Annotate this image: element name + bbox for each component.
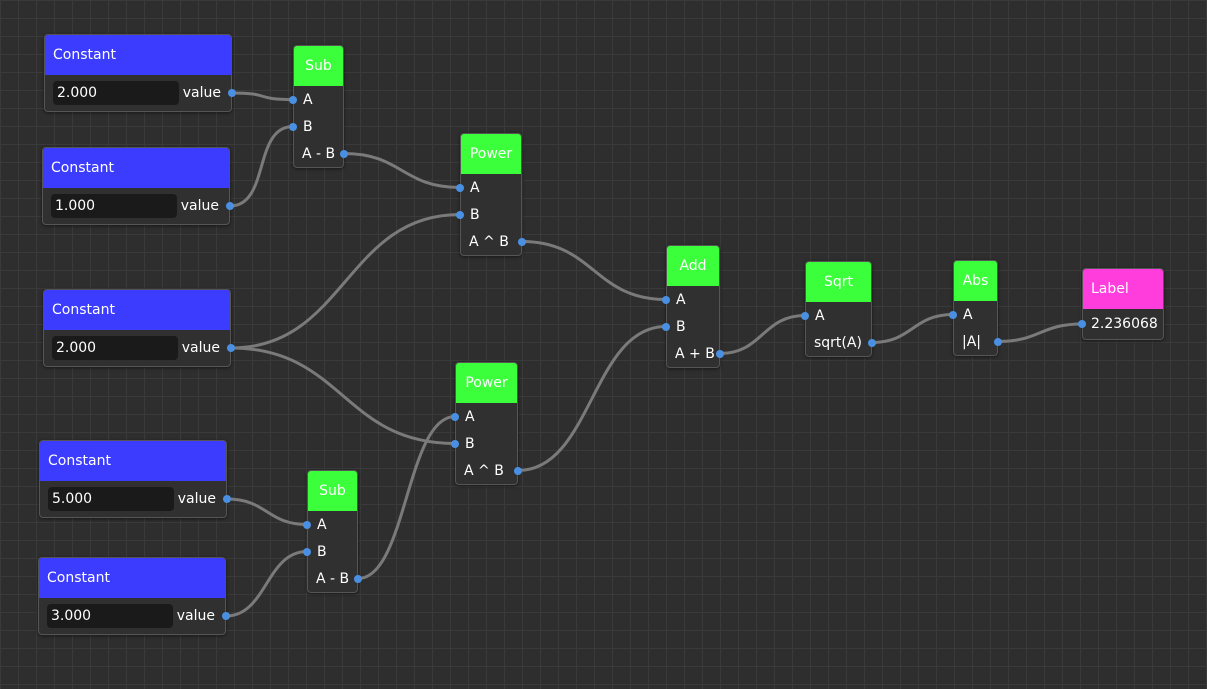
input-port[interactable] xyxy=(303,547,311,556)
input-label: B xyxy=(465,435,475,452)
output-label: value xyxy=(182,85,221,101)
output-label: value xyxy=(181,340,220,356)
label-node[interactable]: Label 2.236068 xyxy=(1078,268,1164,340)
input-port[interactable] xyxy=(801,311,809,320)
input-label: A xyxy=(963,306,973,323)
output-port[interactable] xyxy=(226,202,234,210)
wire xyxy=(228,125,295,208)
node-title[interactable]: Sub xyxy=(308,471,357,511)
wire xyxy=(342,152,462,189)
output-label: A + B xyxy=(675,345,715,362)
input-port[interactable] xyxy=(451,439,459,448)
output-label: A - B xyxy=(316,570,350,587)
input-label: A xyxy=(317,516,327,533)
constant-node[interactable]: Constant 2.000 value xyxy=(44,34,236,112)
input-label: B xyxy=(676,318,686,335)
sub-node[interactable]: Sub A B A - B xyxy=(303,470,362,593)
input-port[interactable] xyxy=(456,183,464,192)
output-port[interactable] xyxy=(228,89,236,97)
constant-node[interactable]: Constant 2.000 value xyxy=(43,289,235,367)
node-title[interactable]: Abs xyxy=(954,261,997,301)
output-label: value xyxy=(180,198,219,214)
sqrt-node[interactable]: Sqrt A sqrt(A) xyxy=(801,261,876,357)
output-port[interactable] xyxy=(340,149,348,158)
constant-node[interactable]: Constant 3.000 value xyxy=(38,557,230,635)
node-title[interactable]: Label xyxy=(1083,269,1163,309)
add-node[interactable]: Add A B A + B xyxy=(662,245,724,368)
input-label: A xyxy=(815,307,825,324)
output-port[interactable] xyxy=(868,338,876,347)
output-port[interactable] xyxy=(354,574,362,583)
input-label: A xyxy=(676,291,686,308)
input-port[interactable] xyxy=(662,295,670,304)
output-label: A - B xyxy=(302,145,336,162)
wire xyxy=(870,313,955,344)
output-label: A ^ B xyxy=(464,462,504,479)
output-port[interactable] xyxy=(227,344,235,352)
power-node[interactable]: Power A B A ^ B xyxy=(456,133,526,256)
constant-node[interactable]: Constant 5.000 value xyxy=(39,440,231,518)
value-field[interactable]: 2.000 xyxy=(52,336,178,360)
wire xyxy=(230,91,295,101)
output-label: sqrt(A) xyxy=(814,334,862,351)
wire xyxy=(718,314,807,355)
output-port[interactable] xyxy=(994,337,1002,346)
node-title[interactable]: Constant xyxy=(40,441,226,481)
wire xyxy=(229,213,462,350)
input-label: A xyxy=(470,179,480,196)
wire xyxy=(356,415,457,580)
input-label: B xyxy=(470,206,480,223)
node-title[interactable]: Add xyxy=(667,246,719,286)
wire xyxy=(516,325,668,472)
wire xyxy=(520,240,668,301)
node-title[interactable]: Constant xyxy=(45,35,231,75)
wire xyxy=(225,497,309,526)
value-field[interactable]: 5.000 xyxy=(48,487,174,511)
output-port[interactable] xyxy=(716,349,724,358)
input-port[interactable] xyxy=(662,322,670,331)
value-field[interactable]: 1.000 xyxy=(51,194,177,218)
value-field[interactable]: 3.000 xyxy=(47,604,173,628)
wire xyxy=(996,322,1084,343)
node-title[interactable]: Constant xyxy=(43,148,229,188)
input-port[interactable] xyxy=(949,310,957,319)
input-port[interactable] xyxy=(289,95,297,104)
output-label: A ^ B xyxy=(469,233,509,250)
input-port[interactable] xyxy=(456,210,464,219)
node-title[interactable]: Constant xyxy=(39,558,225,598)
output-label: value xyxy=(176,608,215,624)
input-label: B xyxy=(303,118,313,135)
node-title[interactable]: Constant xyxy=(44,290,230,330)
wire xyxy=(229,346,457,445)
abs-node[interactable]: Abs A |A| xyxy=(949,260,1002,356)
result-value: 2.236068 xyxy=(1091,316,1158,332)
node-title[interactable]: Sqrt xyxy=(806,262,871,302)
node-title[interactable]: Power xyxy=(461,134,521,174)
sub-node[interactable]: Sub A B A - B xyxy=(289,45,348,168)
output-port[interactable] xyxy=(514,466,522,475)
node-title[interactable]: Sub xyxy=(294,46,343,86)
input-port[interactable] xyxy=(303,520,311,529)
node-title[interactable]: Power xyxy=(456,363,517,403)
output-label: |A| xyxy=(962,333,982,350)
power-node[interactable]: Power A B A ^ B xyxy=(451,362,522,485)
output-port[interactable] xyxy=(222,612,230,620)
constant-node[interactable]: Constant 1.000 value xyxy=(42,147,234,225)
input-port[interactable] xyxy=(1078,320,1086,328)
output-port[interactable] xyxy=(518,237,526,246)
wire xyxy=(224,550,309,618)
input-label: A xyxy=(465,408,475,425)
value-field[interactable]: 2.000 xyxy=(53,81,179,105)
input-port[interactable] xyxy=(451,412,459,421)
input-label: A xyxy=(303,91,313,108)
output-port[interactable] xyxy=(223,495,231,503)
output-label: value xyxy=(177,491,216,507)
input-label: B xyxy=(317,543,327,560)
input-port[interactable] xyxy=(289,122,297,131)
